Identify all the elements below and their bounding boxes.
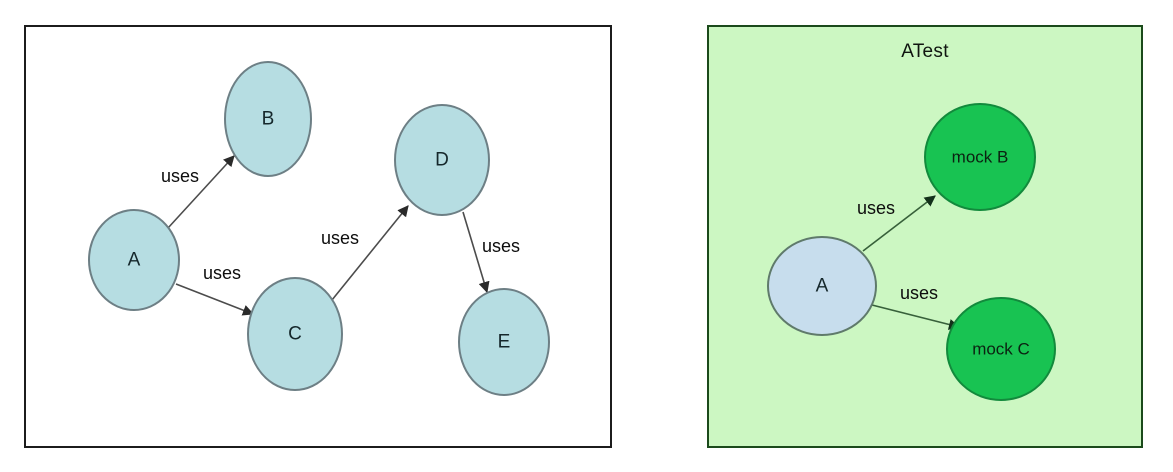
edges-test: uses uses: [857, 195, 961, 330]
node-label: mock C: [972, 340, 1030, 359]
node-label: A: [128, 250, 141, 271]
node-B[interactable]: B: [224, 61, 312, 177]
node-A[interactable]: A: [767, 236, 877, 336]
node-label: C: [288, 324, 302, 345]
edges-production: uses uses uses uses: [161, 155, 520, 316]
node-shape[interactable]: [924, 103, 1036, 211]
node-A[interactable]: A: [88, 209, 180, 311]
edge-A-to-mockC: uses: [871, 283, 961, 330]
edge-arrow: [175, 283, 255, 316]
node-label: B: [262, 109, 275, 130]
node-shape[interactable]: [394, 104, 490, 216]
node-label: mock B: [952, 148, 1009, 167]
node-C[interactable]: C: [247, 277, 343, 391]
node-shape[interactable]: [247, 277, 343, 391]
node-E[interactable]: E: [458, 288, 550, 396]
node-mockB[interactable]: mock B: [924, 103, 1036, 211]
panel-test: ATest: [707, 25, 1143, 448]
node-label: A: [816, 276, 829, 297]
edge-arrow: [462, 211, 490, 294]
edge-D-to-E: uses: [462, 211, 520, 294]
edge-C-to-D: uses: [321, 205, 409, 301]
node-shape[interactable]: [946, 297, 1056, 401]
edge-arrow: [331, 205, 409, 301]
node-label: D: [435, 150, 449, 171]
edge-label: uses: [321, 228, 359, 248]
node-shape[interactable]: [88, 209, 180, 311]
node-D[interactable]: D: [394, 104, 490, 216]
node-mockC[interactable]: mock C: [946, 297, 1056, 401]
edge-arrow: [167, 155, 235, 229]
edge-label: uses: [857, 198, 895, 218]
node-shape[interactable]: [458, 288, 550, 396]
edge-A-to-C: uses: [175, 263, 255, 316]
edge-A-to-B: uses: [161, 155, 235, 229]
node-label: E: [498, 332, 511, 353]
edge-label: uses: [900, 283, 938, 303]
edge-label: uses: [482, 236, 520, 256]
edge-A-to-mockB: uses: [857, 195, 936, 252]
node-shape[interactable]: [767, 236, 877, 336]
edge-arrow: [871, 304, 961, 330]
edge-arrow: [862, 195, 936, 252]
edge-label: uses: [203, 263, 241, 283]
node-shape[interactable]: [224, 61, 312, 177]
panel-test-title: ATest: [901, 41, 949, 62]
edge-label: uses: [161, 166, 199, 186]
nodes-production: A B C D E: [88, 61, 550, 396]
